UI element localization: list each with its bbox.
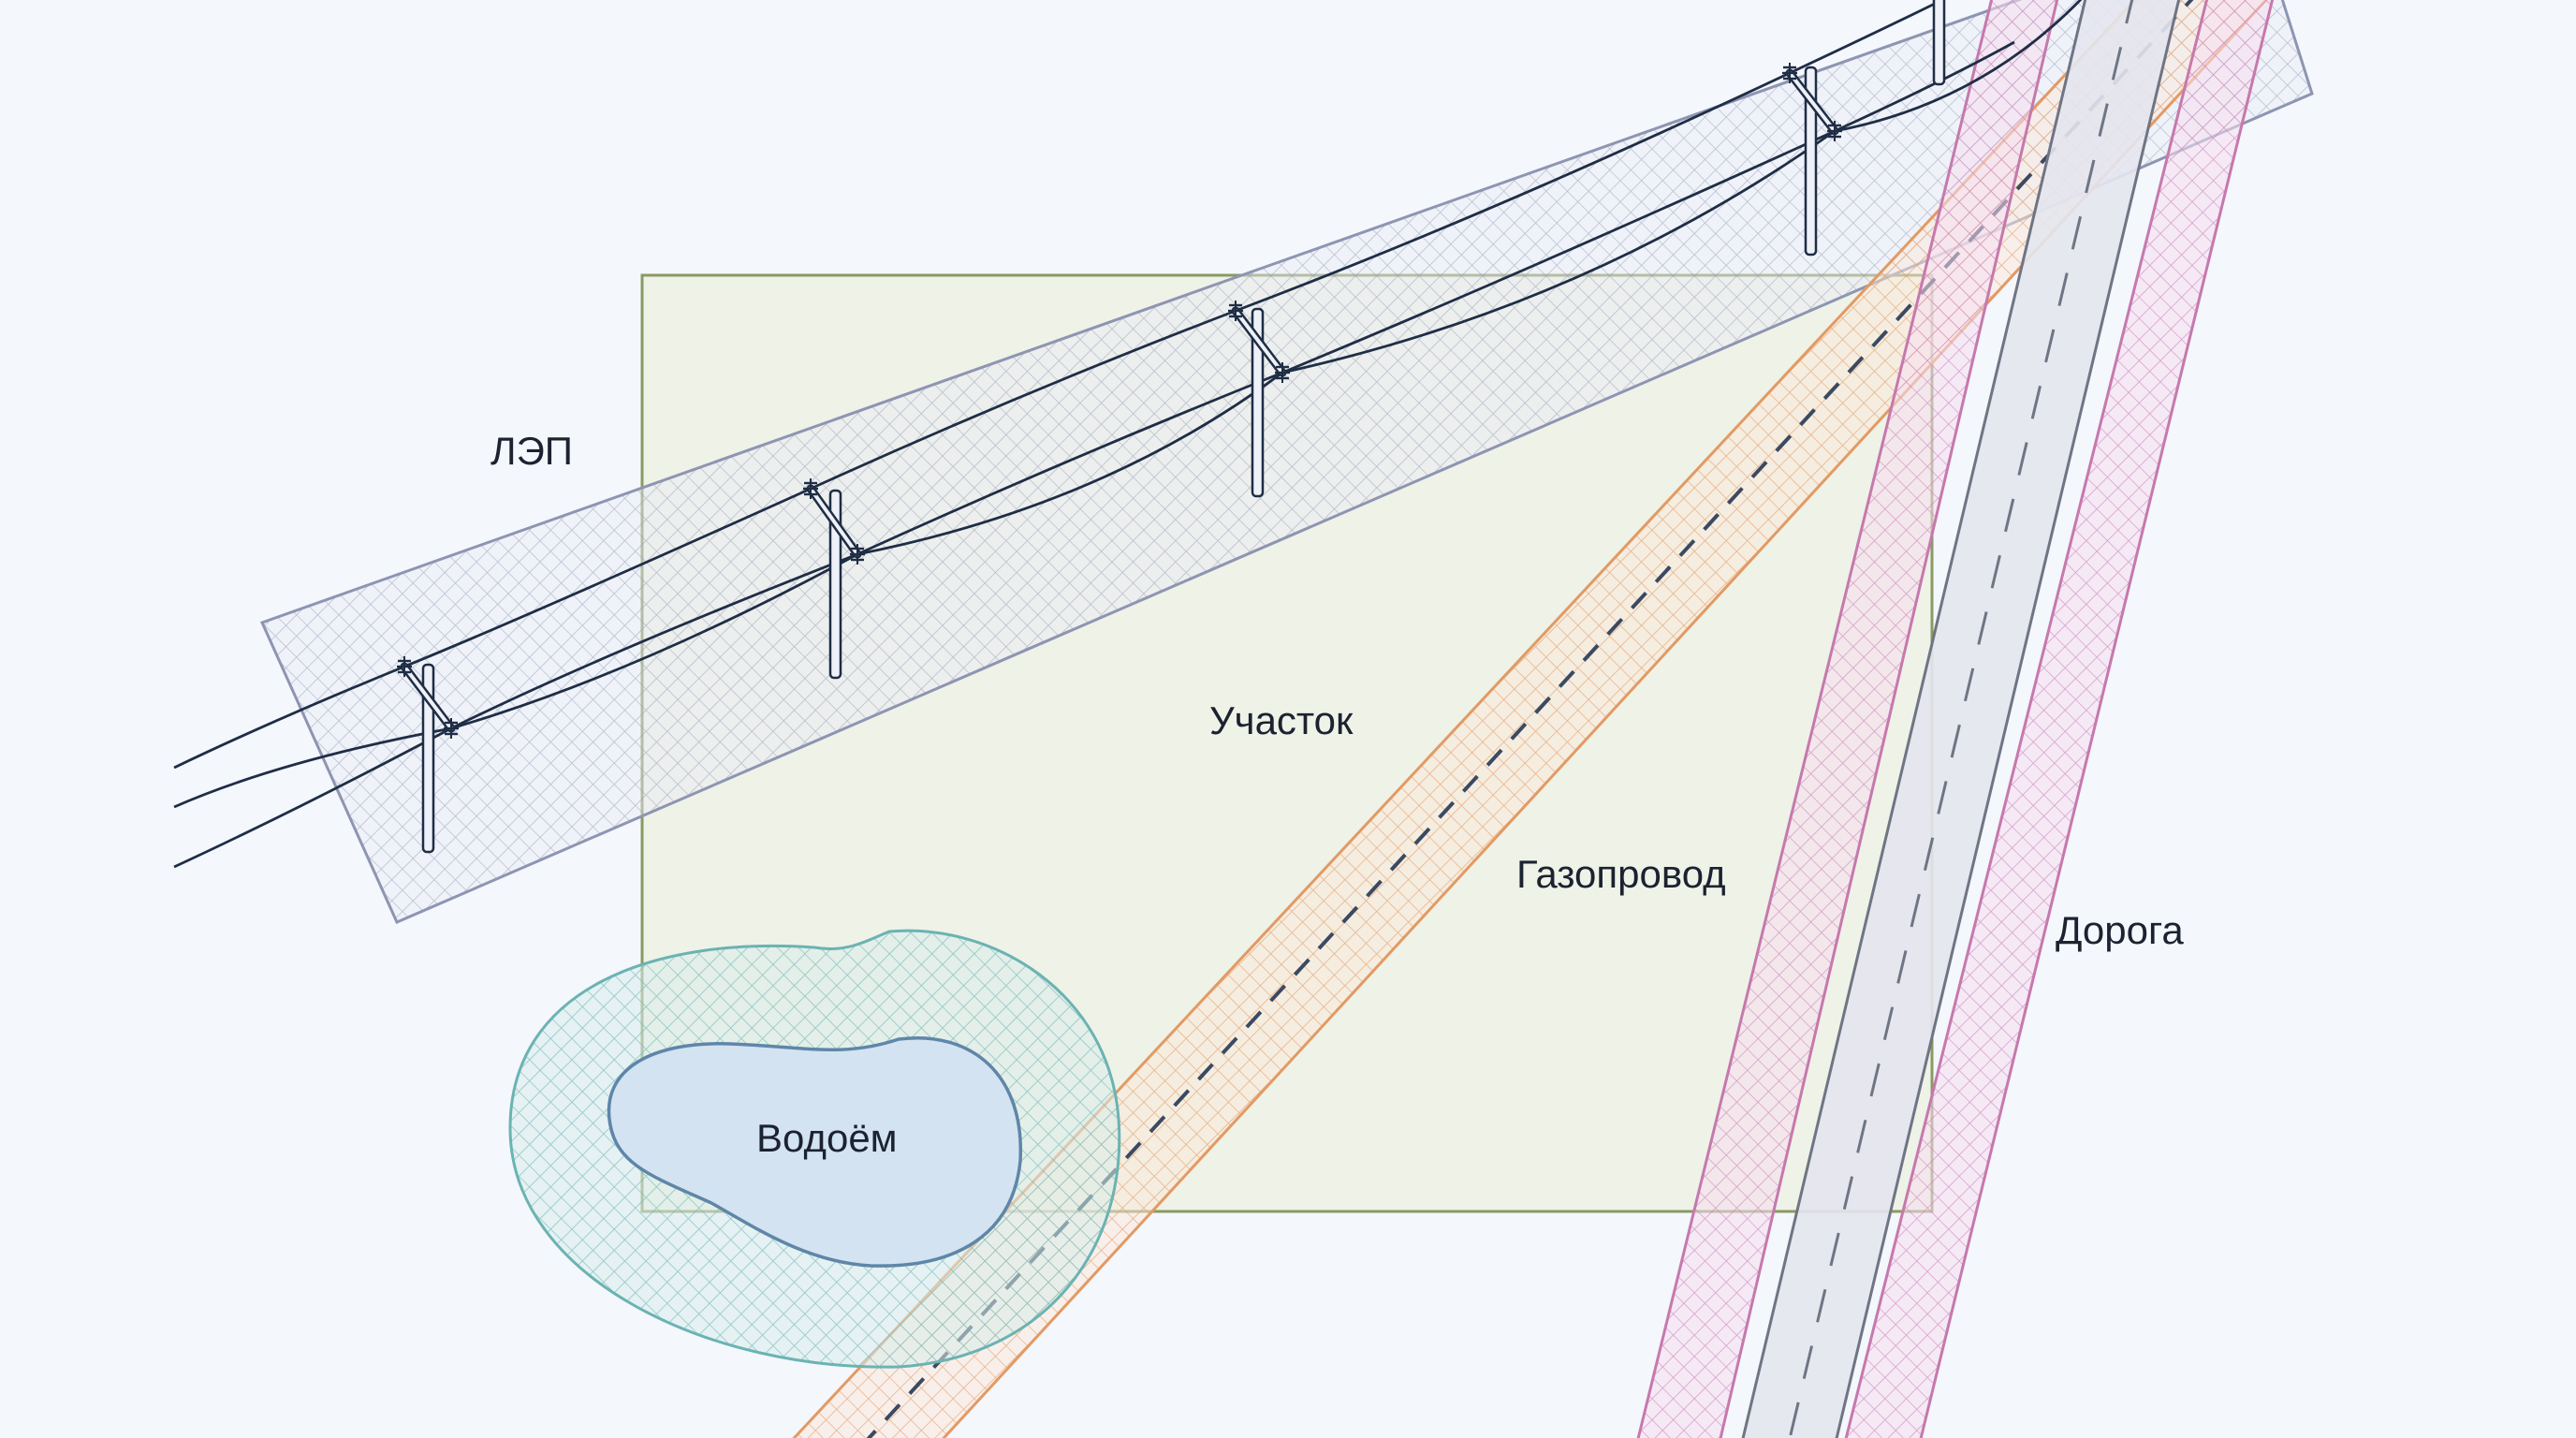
power-pole-3 <box>1226 299 1292 498</box>
road-zone-left-hatch <box>1636 0 2059 1438</box>
road-zone-right-hatch <box>1844 0 2275 1438</box>
power-pole-2 <box>801 477 867 680</box>
power-pole-4 <box>1780 61 1844 257</box>
road-centerline <box>1788 0 2134 1438</box>
water-body-label: Водоём <box>756 1116 898 1160</box>
road-surface <box>1743 0 2179 1438</box>
gas-pipeline-label: Газопровод <box>1516 852 1726 896</box>
road-edge-right <box>1835 0 2181 1438</box>
power-pole-5 <box>1932 0 1946 86</box>
plot-label: Участок <box>1209 698 1354 742</box>
power-line-zone-hatch <box>259 0 2314 924</box>
road-label: Дорога <box>2056 908 2184 952</box>
gas-pipeline-zone-hatch <box>792 0 2268 1438</box>
road-edge-left <box>1741 0 2087 1438</box>
water-body <box>607 1036 1022 1268</box>
power-line-label: ЛЭП <box>490 429 573 473</box>
power-pole-1 <box>395 654 461 854</box>
